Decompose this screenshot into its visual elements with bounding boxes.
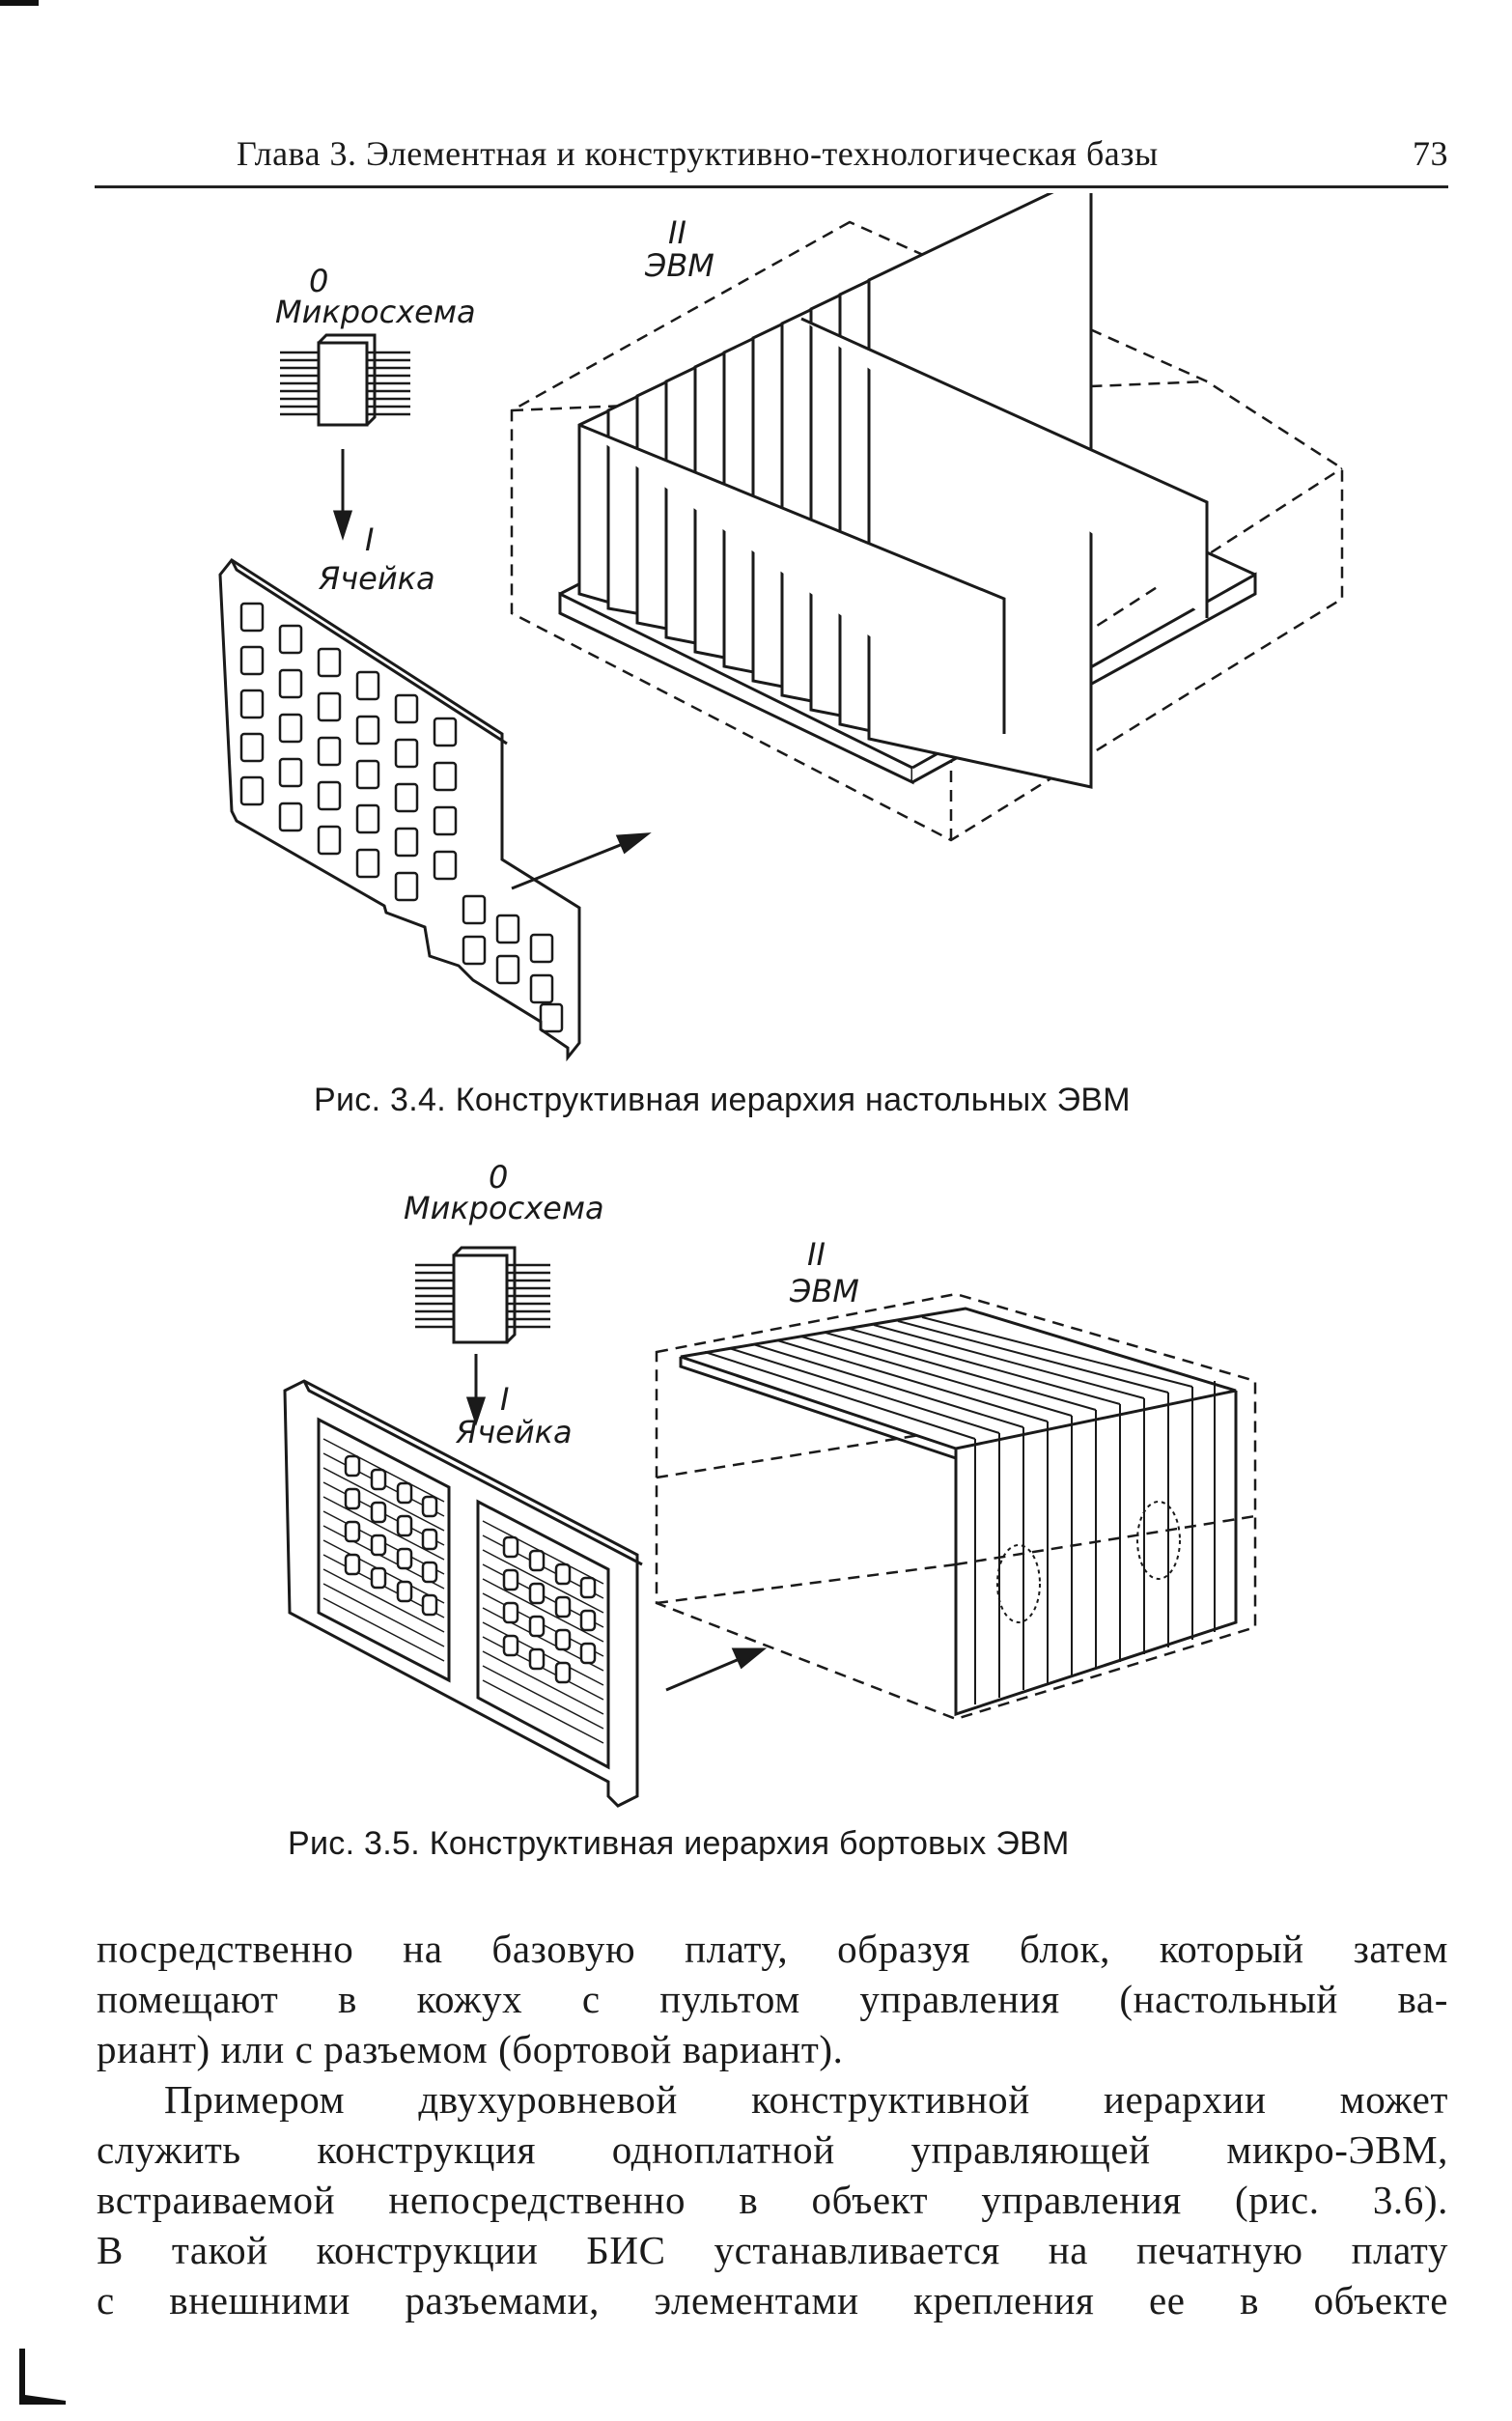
p1-line-3: риант) или с разъемом (бортовой вариант)… bbox=[97, 2027, 844, 2071]
fig34-level1-num: I bbox=[365, 521, 375, 558]
fig34-drawing bbox=[218, 193, 1344, 1062]
fig34-cell-chips bbox=[239, 602, 564, 1033]
header-rule bbox=[95, 185, 1448, 188]
fig34-level2-num: II bbox=[668, 214, 686, 251]
fig35-level0-num: 0 bbox=[489, 1159, 509, 1196]
p1-line-2: помещают в кожух с пультом управления (н… bbox=[97, 1977, 1448, 2021]
fig35-level0-label: Микросхема bbox=[404, 1190, 604, 1226]
fig35-microchip-drawing bbox=[415, 1246, 550, 1344]
fig34-level2-label: ЭВМ bbox=[645, 247, 714, 284]
p2-line-1: Примером двухуровневой конструктивной ие… bbox=[164, 2077, 1448, 2122]
fig34-level0-num: 0 bbox=[309, 263, 329, 299]
fig35-cell-board bbox=[283, 1379, 643, 1808]
p2-line-5: с внешними разъемами, элементами креплен… bbox=[97, 2278, 1448, 2322]
scan-corner-mark-bottom bbox=[19, 2349, 66, 2405]
chapter-title: Глава 3. Элементная и конструктивно-техн… bbox=[237, 134, 1159, 173]
page-number: 73 bbox=[1413, 134, 1448, 173]
p2-line-4: В такой конструкции БИС устанавливается … bbox=[97, 2228, 1448, 2272]
scan-corner-mark bbox=[0, 0, 39, 6]
p2-line-3: встраиваемой непосредственно в объект уп… bbox=[97, 2178, 1448, 2222]
figure-3-4: 0 Микросхема I Ячейка II ЭВМ bbox=[0, 193, 1512, 1159]
fig34-microchip-drawing bbox=[280, 333, 410, 427]
fig34-caption: Рис. 3.4. Конструктивная иерархия настол… bbox=[314, 1082, 1131, 1118]
fig34-cell-board bbox=[218, 558, 581, 1062]
fig34-card-stack bbox=[558, 193, 1257, 789]
body-text: посредственно на базовую плату, образуя … bbox=[97, 1924, 1448, 2325]
fig35-cell-chips bbox=[344, 1454, 597, 1684]
fig35-caption: Рис. 3.5. Конструктивная иерархия бортов… bbox=[288, 1825, 1070, 1862]
fig35-level1-num: I bbox=[500, 1381, 510, 1418]
fig35-level2-num: II bbox=[807, 1236, 826, 1273]
fig34-level0-label: Микросхема bbox=[275, 294, 476, 330]
figure-3-5: 0 Микросхема I Ячейка II ЭВМ bbox=[0, 1149, 1512, 1816]
p2-line-2: служить конструкция одноплатной управляю… bbox=[97, 2127, 1448, 2172]
fig35-card-stack bbox=[679, 1307, 1238, 1717]
fig35-case-outline bbox=[655, 1292, 1257, 1721]
fig34-level1-label: Ячейка bbox=[319, 560, 435, 597]
fig35-drawing bbox=[283, 1246, 1257, 1808]
fig35-level2-label: ЭВМ bbox=[790, 1273, 859, 1309]
running-header: Глава 3. Элементная и конструктивно-техн… bbox=[237, 133, 1448, 182]
p1-line-1: посредственно на базовую плату, образуя … bbox=[97, 1927, 1448, 1971]
